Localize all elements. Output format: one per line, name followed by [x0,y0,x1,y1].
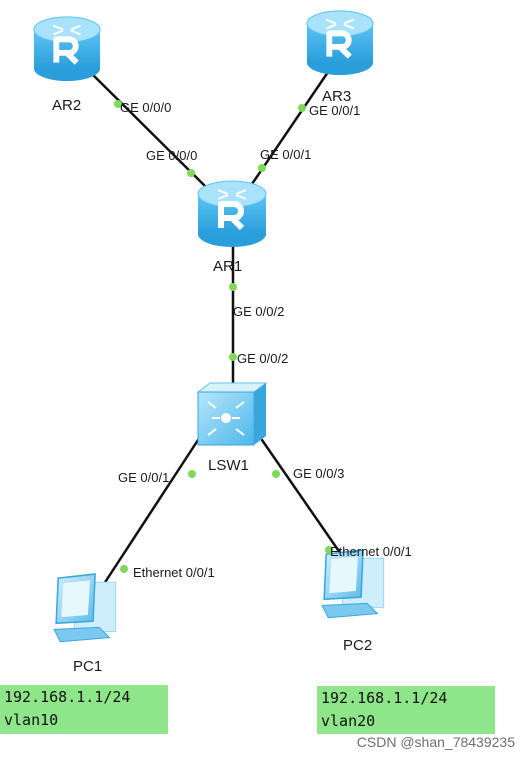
port-dot [187,169,195,177]
device-label-pc1: PC1 [73,658,102,675]
device-label-ar3: AR3 [322,88,351,105]
port-label: GE 0/0/0 [146,148,197,163]
port-label: GE 0/0/2 [237,351,288,366]
port-dot [114,100,122,108]
port-dot [258,164,266,172]
router-icon [307,11,373,75]
pc2-config-note: 192.168.1.1/24 vlan20 [317,686,495,734]
link-ar2-ar1 [86,68,207,188]
pc-pc1[interactable] [53,573,117,643]
pc2-vlan-text: vlan20 [321,712,376,730]
pc-icon [53,573,117,643]
link-lsw1-pc1 [98,438,200,592]
switch-icon [196,382,268,446]
router-icon [198,181,266,247]
port-label: Ethernet 0/0/1 [330,544,412,559]
pc1-ip-text: 192.168.1.1/24 [4,688,131,706]
watermark-text: CSDN @shan_78439235 [356,734,515,750]
port-label: GE 0/0/3 [293,466,344,481]
pc-pc2[interactable] [321,549,385,619]
port-dot [298,104,306,112]
port-dot [229,283,237,291]
port-label: GE 0/0/1 [260,147,311,162]
link-lsw1-pc2 [260,438,347,562]
device-label-lsw1: LSW1 [208,457,249,474]
pc2-ip-text: 192.168.1.1/24 [321,689,448,707]
device-label-ar1: AR1 [213,258,242,275]
port-label: Ethernet 0/0/1 [133,565,215,580]
port-dot [188,470,196,478]
port-dot [272,470,280,478]
device-label-pc2: PC2 [343,637,372,654]
router-icon [34,17,100,81]
port-label: GE 0/0/1 [118,470,169,485]
device-label-ar2: AR2 [52,97,81,114]
switch-lsw1[interactable] [196,382,268,446]
router-ar2[interactable] [34,17,100,81]
pc-icon [321,549,385,619]
router-ar1[interactable] [198,181,266,247]
pc1-vlan-text: vlan10 [4,711,59,729]
router-ar3[interactable] [307,11,373,75]
port-label: GE 0/0/1 [309,103,360,118]
port-dot [120,565,128,573]
port-dots [114,100,333,573]
port-dot [229,353,237,361]
links [86,68,347,592]
port-label: GE 0/0/0 [120,100,171,115]
pc1-config-note: 192.168.1.1/24 vlan10 [0,685,168,734]
port-dot [325,546,333,554]
port-label: GE 0/0/2 [233,304,284,319]
